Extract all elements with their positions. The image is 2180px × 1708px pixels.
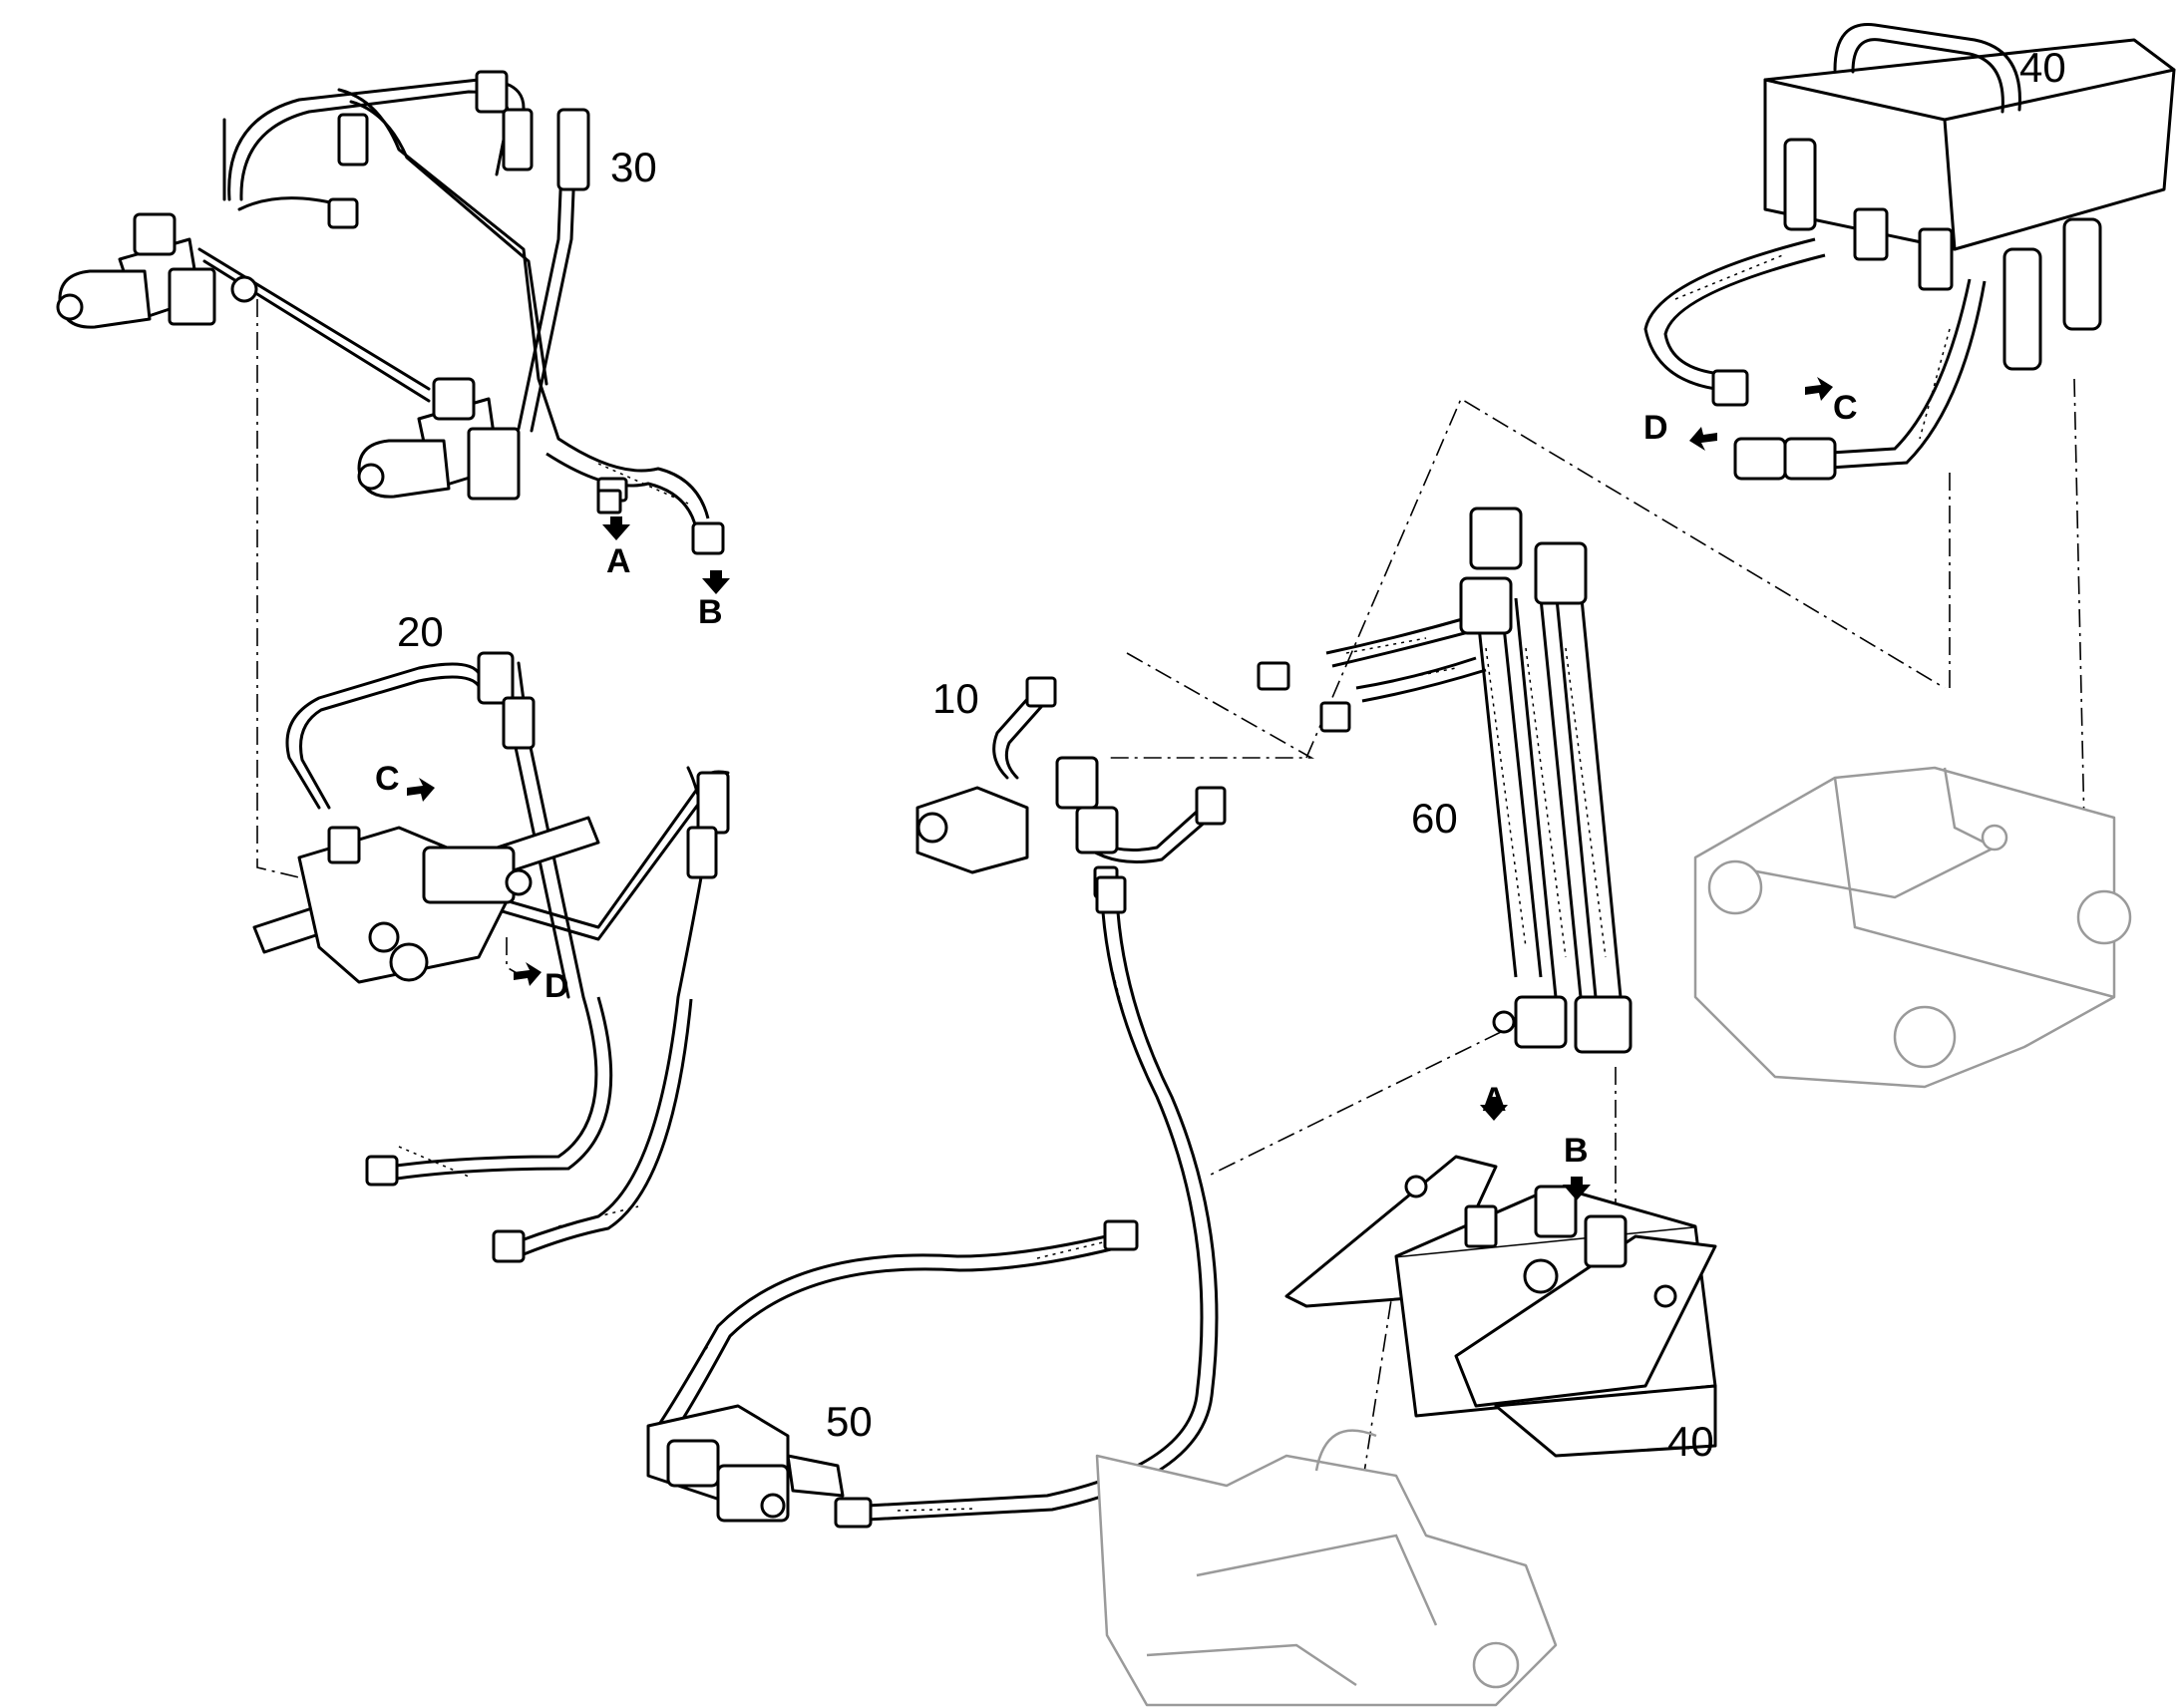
assembly-10 <box>915 676 1227 899</box>
port-label-d-40: D <box>1643 409 1668 447</box>
callout-40-top: 40 <box>2019 44 2066 91</box>
callout-10: 10 <box>932 675 979 722</box>
callout-30: 30 <box>610 144 657 190</box>
quick-coupler-frame-faint <box>1693 766 2132 1089</box>
assembly-40-bottom <box>1284 1155 1717 1458</box>
port-label-a-40: A <box>1482 1081 1507 1119</box>
port-label-b-30: B <box>698 593 723 631</box>
callout-40-bottom: 40 <box>1667 1418 1714 1465</box>
port-label-b-40: B <box>1564 1132 1589 1170</box>
port-label-a-30: A <box>606 542 631 580</box>
assembly-50 <box>646 875 1219 1529</box>
port-arrows <box>407 377 1833 1200</box>
callout-60: 60 <box>1411 795 1458 842</box>
port-label-c-20: C <box>375 760 400 798</box>
callout-50: 50 <box>826 1398 873 1445</box>
assembly-30 <box>56 70 725 555</box>
assembly-60 <box>1257 507 1633 1054</box>
assembly-40-top <box>1643 23 2176 481</box>
port-label-d-20: D <box>545 967 569 1005</box>
excavator-frame-faint <box>1095 1429 1558 1707</box>
assembly-20 <box>252 651 730 1263</box>
port-label-c-40: C <box>1833 389 1858 427</box>
callout-20: 20 <box>397 608 444 655</box>
